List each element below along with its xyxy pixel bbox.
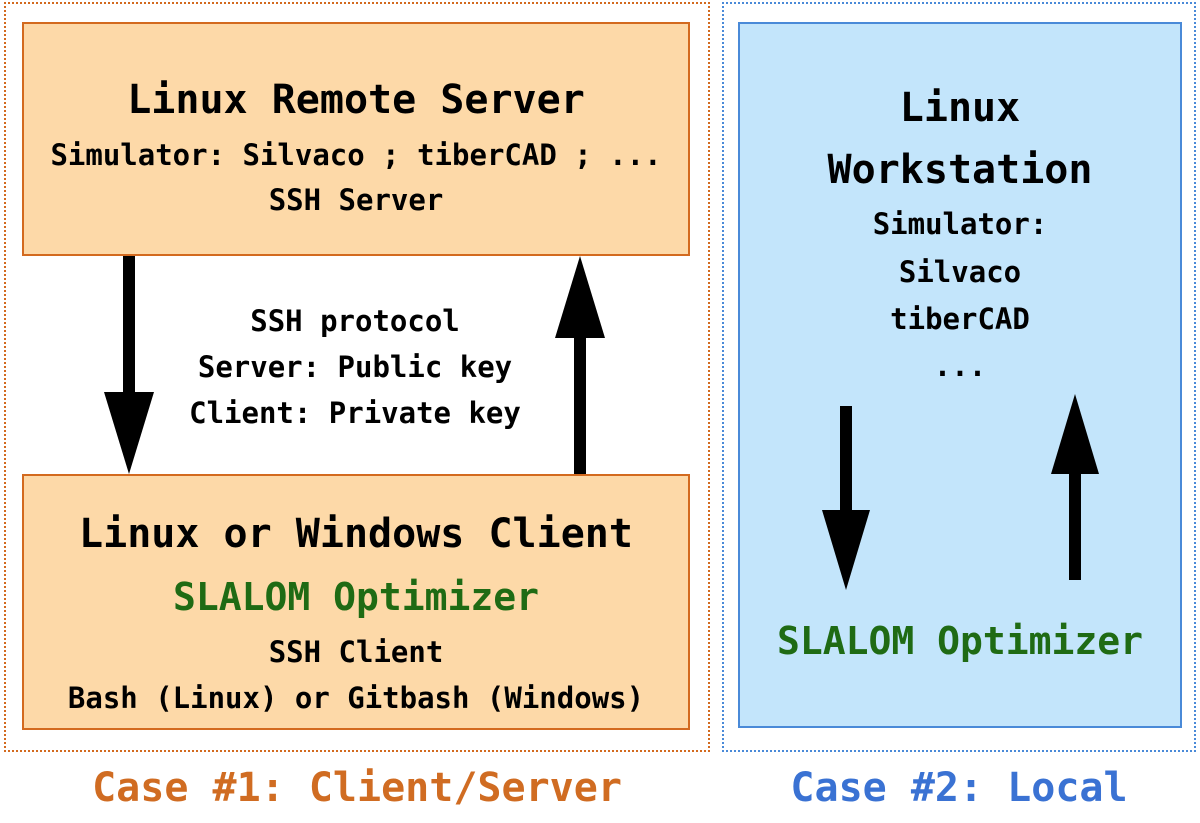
server-simulator: Simulator: Silvaco ; tiberCAD ; ... [50, 138, 662, 172]
workstation-title-line2: Workstation [827, 147, 1093, 193]
server-ssh: SSH Server [268, 183, 444, 217]
client-optimizer: SLALOM Optimizer [172, 575, 540, 619]
case2-caption: Case #2: Local [790, 765, 1128, 811]
workstation-title-line1: Linux [899, 85, 1021, 131]
workstation-optimizer: SLALOM Optimizer [776, 619, 1144, 663]
workstation-simulator-label: Simulator: [872, 207, 1048, 241]
arrow-server-to-client [104, 256, 154, 474]
workstation-sim1: Silvaco [898, 255, 1022, 289]
case1-frame [4, 2, 710, 752]
protocol-line2: Server: Public key [197, 350, 513, 384]
client-ssh: SSH Client [268, 635, 444, 669]
arrow-client-to-server [555, 256, 605, 474]
arrow-local-down [822, 406, 870, 590]
client-box: Linux or Windows Client SLALOM Optimizer… [22, 474, 690, 730]
server-box: Linux Remote Server Simulator: Silvaco ;… [22, 22, 690, 256]
arrow-local-up [1051, 394, 1099, 580]
client-shell: Bash (Linux) or Gitbash (Windows) [67, 681, 645, 715]
client-title: Linux or Windows Client [79, 511, 633, 557]
server-title: Linux Remote Server [127, 77, 585, 123]
case2-frame [722, 2, 1196, 752]
workstation-sim2: tiberCAD [890, 302, 1030, 336]
case1-caption: Case #1: Client/Server [92, 765, 622, 811]
protocol-line1: SSH protocol [250, 304, 460, 338]
protocol-line3: Client: Private key [189, 396, 521, 430]
workstation-sim3: ... [933, 349, 987, 383]
workstation-box: Linux Workstation Simulator: Silvaco tib… [738, 22, 1182, 728]
